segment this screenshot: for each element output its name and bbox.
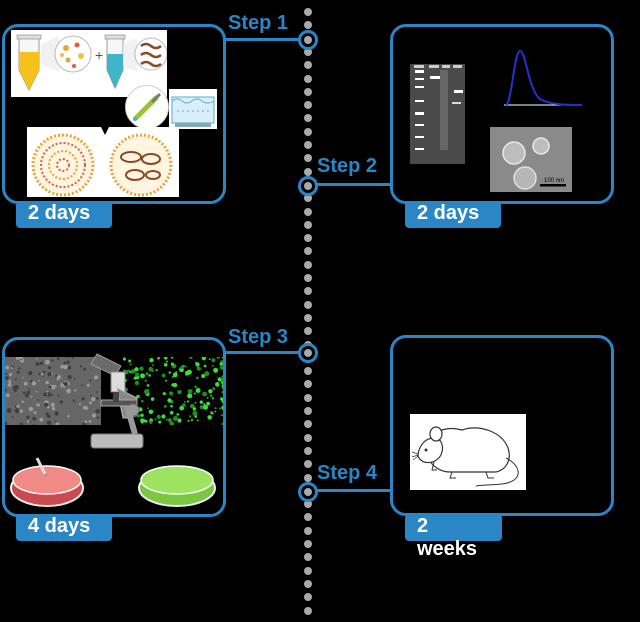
timeline-dot: [304, 220, 312, 229]
ultrasound-bath-image: [169, 89, 217, 129]
timeline-dot: [304, 8, 312, 16]
timeline-dot: [304, 473, 312, 482]
step-3-connector: [222, 351, 304, 354]
timeline-dot: [304, 101, 312, 110]
step-1-node: [298, 30, 318, 50]
size-distribution-plot: [498, 45, 586, 113]
step-4-node: [298, 482, 318, 502]
timeline-dot: [304, 141, 312, 149]
timeline-dot: [304, 21, 312, 30]
timeline-dot: [304, 500, 312, 509]
timeline-dot: [304, 380, 312, 389]
step-3-panel: [2, 337, 226, 517]
timeline-dot: [304, 446, 312, 455]
svg-text:+: +: [95, 47, 103, 63]
timeline-dot: [304, 393, 312, 402]
timeline-dot: [304, 579, 312, 588]
timeline-dot: [304, 420, 312, 429]
step-1-connector: [222, 38, 304, 41]
gel-electrophoresis-image: [410, 64, 465, 164]
timeline-dot: [304, 274, 312, 282]
timeline-dot: [304, 127, 312, 136]
liposome-structure-image: [27, 127, 179, 197]
step-3-node: [298, 343, 318, 363]
microscope-icon: [77, 348, 147, 454]
timeline-dot: [304, 327, 312, 336]
timeline-dot: [304, 234, 312, 243]
timeline-dot: [304, 47, 312, 56]
scale-bar-label: 100 nm: [544, 178, 564, 184]
timeline-dot: [304, 207, 312, 216]
timeline-dot: [304, 74, 312, 83]
step-2-node: [298, 176, 318, 196]
timeline-dot: [304, 513, 312, 522]
step-2-duration: 2 days: [405, 201, 501, 228]
petri-dish-red: [9, 456, 85, 508]
timeline-dot: [304, 167, 312, 176]
step-4-panel: [390, 335, 614, 516]
step-2-panel: 100 nm: [390, 24, 614, 204]
tem-image: 100 nm: [490, 127, 572, 192]
step-1-label: Step 1: [228, 12, 289, 34]
brightfield-cell-image: [5, 357, 101, 425]
timeline-dot: [304, 154, 312, 163]
timeline-dot: [304, 247, 312, 256]
step-1-panel: +: [2, 24, 226, 204]
timeline-dot: [304, 540, 312, 548]
timeline-dot: [304, 61, 312, 70]
timeline-dot: [304, 287, 312, 296]
timeline-dot: [304, 194, 312, 203]
timeline-dot: [304, 367, 312, 376]
timeline-dot: [304, 566, 312, 575]
step-2-label: Step 2: [317, 155, 378, 177]
timeline-dot: [304, 460, 312, 469]
petri-dish-green: [137, 458, 217, 508]
step-4-duration: 2 weeks: [405, 514, 502, 560]
step-4-connector: [310, 489, 394, 492]
timeline-dot: [304, 433, 312, 442]
pipette-image: [125, 85, 169, 129]
timeline-dot: [304, 553, 312, 562]
step-2-connector: [310, 183, 394, 186]
timeline-dot: [304, 87, 312, 96]
timeline-dot: [304, 526, 312, 535]
timeline-dot: [304, 300, 312, 309]
step-3-label: Step 3: [228, 326, 289, 348]
timeline-dot: [304, 114, 312, 123]
timeline: [302, 8, 314, 618]
step-4-label: Step 4: [317, 462, 378, 484]
mouse-image: [410, 414, 526, 490]
timeline-dot: [304, 407, 312, 415]
timeline-dot: [304, 606, 312, 615]
step-1-duration: 2 days: [16, 201, 112, 228]
timeline-dot: [304, 313, 312, 322]
step-3-duration: 4 days: [16, 514, 112, 541]
timeline-dot: [304, 593, 312, 602]
timeline-dot: [304, 260, 312, 269]
